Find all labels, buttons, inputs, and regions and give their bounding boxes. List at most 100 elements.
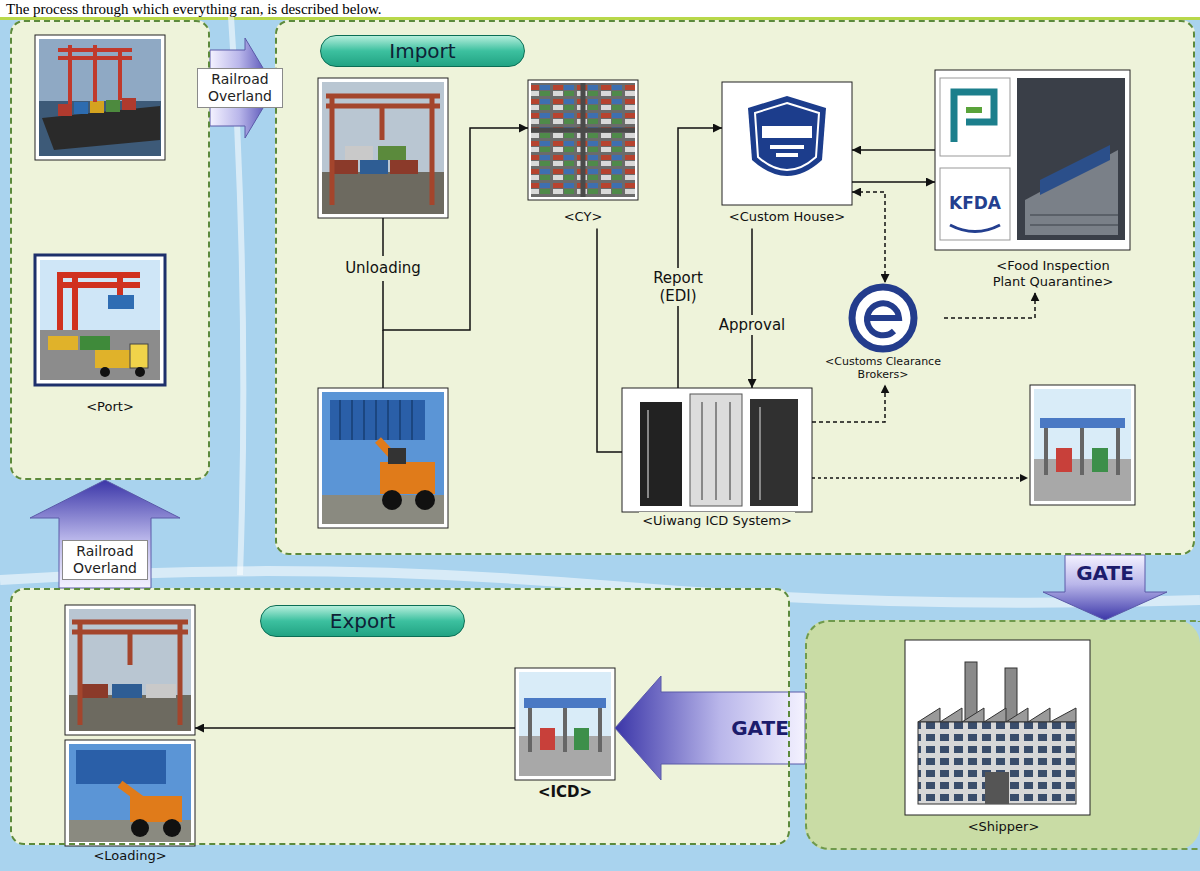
import-panel: ImportUnloading<CY><Custom House><Food I…: [275, 20, 1195, 555]
factory-picture: [905, 640, 1090, 815]
port-icon: [35, 255, 165, 385]
node-text: <Loading>: [90, 847, 169, 865]
node-text: <ICD>: [535, 782, 595, 802]
dashed-arrow: [852, 192, 885, 283]
node-text: <Customs Clearance Brokers>: [822, 355, 944, 381]
brokers-logo: [852, 287, 914, 349]
reach-stacker-photo: [318, 388, 448, 528]
icd-gate-picture: [515, 668, 615, 780]
crane-line: [382, 218, 384, 256]
port-icon: [108, 295, 134, 309]
server-picture: [648, 402, 760, 500]
reach-stacker-photo: [382, 490, 402, 510]
import-gate-picture: [1056, 448, 1072, 472]
edge-label: GATE: [1076, 561, 1134, 585]
loading-stacker-photo: [76, 750, 166, 784]
edge-label: Report (EDI): [642, 268, 714, 306]
port-photo: [58, 45, 132, 104]
icd-gate-picture: [524, 698, 606, 708]
icd-gate-picture: [540, 728, 555, 750]
reach-stacker-photo: [340, 400, 412, 440]
brokers-logo: [867, 303, 899, 335]
loading-crane-photo: [69, 609, 191, 731]
food-inspection-picture: [935, 70, 1130, 250]
container-yard: <CY>: [528, 80, 638, 229]
port-icon: [48, 336, 78, 350]
unloading-crane-photo: [322, 172, 444, 214]
node-text: Import: [320, 35, 525, 67]
reach-stacker-photo: [330, 400, 425, 440]
gate-dotted-arrow: [812, 478, 1028, 479]
flow-arrow: [678, 128, 722, 388]
loading-stacker-photo: [65, 740, 195, 846]
port-photo: [74, 102, 88, 114]
food-inspection-picture: [935, 70, 1130, 250]
food-inspection-picture: [1017, 78, 1125, 240]
loading-crane-photo: [146, 684, 176, 698]
edge-label-holder: Railroad Overland: [62, 540, 148, 580]
edge-label-holder: Railroad Overland: [197, 68, 283, 108]
icd-gate-picture: [515, 668, 615, 780]
server-picture: [640, 402, 682, 506]
unloading-crane-photo: [390, 160, 418, 174]
customs-logo: [755, 103, 819, 170]
port-photo: [35, 35, 165, 160]
crane-line: [382, 330, 384, 388]
flow-line: [383, 128, 528, 330]
shipper-panel: <Shipper>: [805, 620, 1200, 850]
node-text: <Food Inspection Plant Quarantine>: [978, 258, 1128, 289]
railroad-arrow: [30, 480, 180, 588]
edge-label-holder: Approval: [716, 315, 789, 335]
edge-label-holder: GATE: [731, 716, 789, 740]
unloading-crane-photo: [322, 82, 444, 214]
edge-label: Railroad Overland: [62, 540, 148, 580]
factory-picture: [965, 662, 977, 722]
flow-arrow: [195, 727, 515, 729]
loading-stacker-photo: [65, 740, 195, 846]
port-icon: [100, 367, 110, 377]
edge-label: Railroad Overland: [197, 68, 283, 108]
factory-picture: [918, 722, 1076, 804]
unloading-crane-photo: [318, 78, 448, 218]
flow-arrow: [852, 149, 935, 151]
food-inspection-picture: [940, 168, 1010, 240]
port-icon: [60, 275, 140, 330]
icd-system: <Uiwang ICD System>: [622, 388, 812, 533]
dashed-arrow: [944, 292, 1035, 318]
food-inspection-picture: [1030, 215, 1118, 225]
container-yard-photo: [531, 83, 635, 197]
port-icon: [40, 330, 160, 380]
reach-stacker-photo: [380, 462, 435, 494]
container-yard-photo: [531, 83, 635, 197]
food-inspection-picture: [1040, 145, 1110, 195]
port-photo: [106, 100, 120, 112]
import-gate-picture: [1030, 385, 1135, 505]
port-photo: [35, 35, 165, 160]
customs-logo: [770, 145, 804, 149]
unloading-crane-photo: [360, 160, 388, 174]
food-inspection-picture: [966, 107, 982, 113]
flow-arrow: [751, 229, 753, 388]
page-strip: [0, 0, 1200, 17]
custom-house: <Custom House>: [722, 82, 852, 229]
loading-stacker-photo: [69, 820, 191, 842]
edge-label-holder: GATE: [1076, 561, 1134, 585]
gate-dotted-arrow: [812, 477, 1028, 479]
panel-fill: [275, 20, 1195, 555]
flow-arrow: [852, 181, 935, 183]
port-icon: [40, 260, 160, 330]
server-picture: [622, 388, 812, 512]
export-panel: Export<Loading><ICD>: [10, 588, 790, 845]
flow-line: [597, 229, 622, 452]
port-photo: [122, 98, 136, 110]
reach-stacker-photo: [322, 392, 444, 524]
food-inspection-picture: [950, 225, 1000, 232]
customs-logo: [748, 96, 826, 176]
port-icon: [80, 336, 110, 350]
factory-picture: [985, 772, 1009, 804]
node-text: <CY>: [561, 208, 606, 226]
import-gate-picture: [1040, 418, 1125, 428]
port-photo: [39, 101, 161, 156]
logo-text-holder: KFDA: [949, 193, 1001, 213]
